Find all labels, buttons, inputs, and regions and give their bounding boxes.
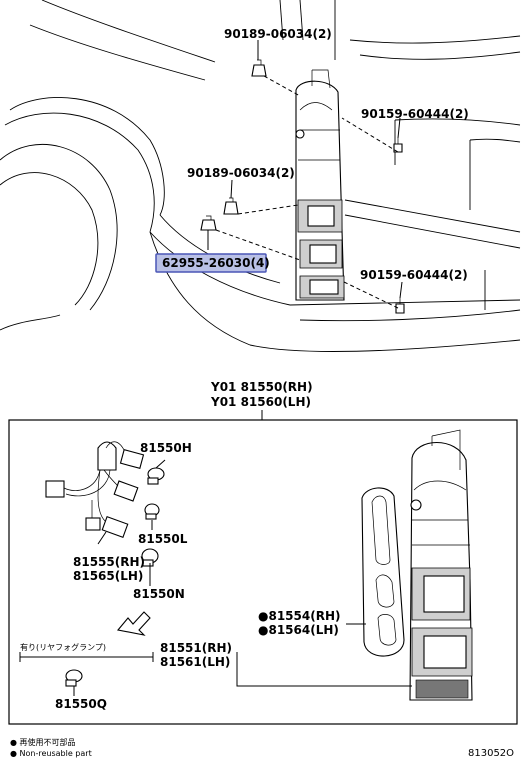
bulb-l <box>144 503 160 520</box>
installed-tail-lamp <box>295 69 345 301</box>
figure-code: 813052O <box>468 748 514 759</box>
label-socket-rh: 81555(RH) <box>73 555 145 569</box>
label-screw-upper: 90159-60444(2) <box>361 107 469 121</box>
label-assy-lh: Y01 81560(LH) <box>210 395 311 409</box>
label-clip-upper: 90189-06034(2) <box>224 27 332 41</box>
fog-lamp-arrow <box>116 611 151 636</box>
clip-lower <box>223 197 239 215</box>
label-clip-lower: 90189-06034(2) <box>187 166 295 180</box>
label-gasket-rh: ●81554(RH) <box>258 609 340 623</box>
legend-non-reusable-en: ● Non-reusable part <box>10 749 92 758</box>
label-socket-lh: 81565(LH) <box>73 569 143 583</box>
label-assy-rh: Y01 81550(RH) <box>210 380 313 394</box>
screw-upper <box>393 138 403 153</box>
bulb-h <box>147 467 165 485</box>
label-bulb-l: 81550L <box>138 532 188 546</box>
fog-lamp-note: 有り(リヤフォグランプ) <box>20 642 106 652</box>
label-bulb-q: 81550Q <box>55 697 107 711</box>
grommet-highlighted <box>200 215 217 231</box>
label-bulb-n: 81550N <box>133 587 185 601</box>
highlight-box <box>155 253 267 273</box>
label-lens-rh: 81551(RH) <box>160 641 232 655</box>
bulb-q <box>65 669 83 687</box>
label-highlight-part: 62955-26030(4) <box>162 256 270 270</box>
label-screw-lower: 90159-60444(2) <box>360 268 468 282</box>
lamp-lens-body <box>409 429 473 701</box>
clip-upper <box>251 59 267 77</box>
wiring-harness-socket <box>45 441 145 539</box>
screw-lower <box>395 298 405 314</box>
label-lens-lh: 81561(LH) <box>160 655 230 669</box>
label-bulb-h: 81550H <box>140 441 192 455</box>
label-gasket-lh: ●81564(LH) <box>258 623 339 637</box>
gasket <box>361 487 405 657</box>
exploded-view-frame <box>8 419 518 725</box>
legend-non-reusable-jp: ● 再使用不可部品 <box>10 737 76 747</box>
